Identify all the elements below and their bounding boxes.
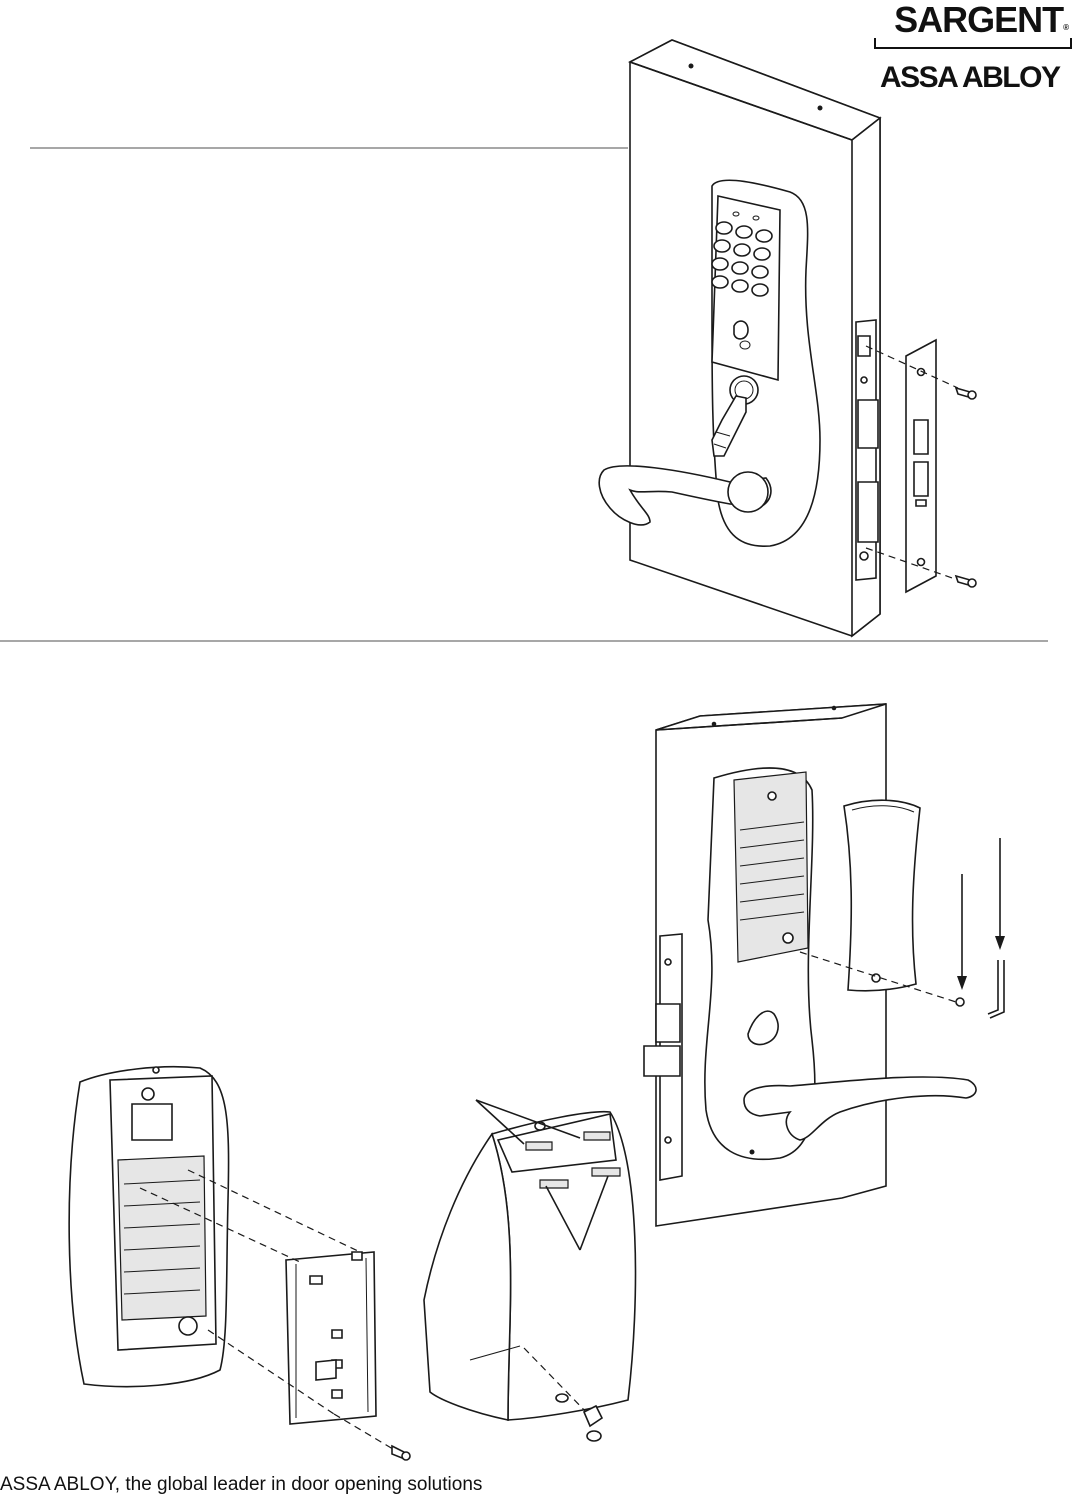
footer-tagline: ASSA ABLOY, the global leader in door op… <box>0 1474 482 1496</box>
thumb-turn <box>734 321 748 339</box>
figure-battery-compartment <box>644 704 1005 1226</box>
cover-slot-1 <box>540 1180 568 1188</box>
cover-tab-2 <box>584 1132 610 1140</box>
cover-side <box>424 1134 511 1420</box>
deadbolt <box>858 482 878 542</box>
figure-cover-tabs <box>424 1100 635 1441</box>
cover-slot-2 <box>592 1168 620 1176</box>
allen-wrench-icon <box>988 960 998 1014</box>
figure-battery-holder-detail <box>69 1067 410 1460</box>
cover-screw <box>956 998 964 1006</box>
battery-holder-tray <box>286 1252 376 1424</box>
latch-bolt-2 <box>644 1046 680 1076</box>
figure-door-keypad-lock <box>599 40 976 636</box>
battery-cover <box>844 800 920 991</box>
latch-bolt <box>858 400 878 448</box>
cover-tab-1 <box>526 1142 552 1150</box>
